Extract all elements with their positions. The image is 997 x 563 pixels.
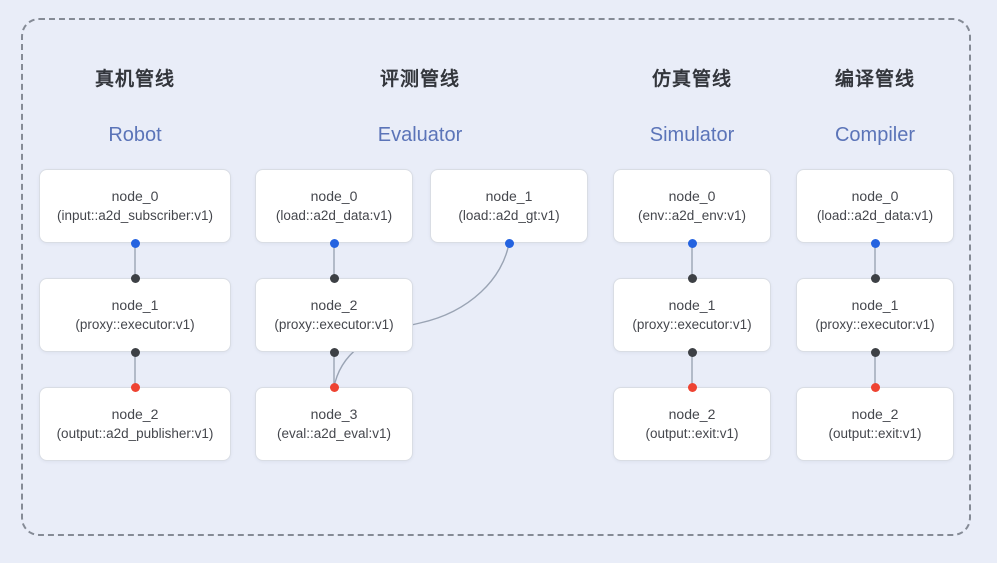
node-name-label: node_2 — [668, 406, 716, 422]
graph-node: node_0(input::a2d_subscriber:v1) — [39, 169, 231, 243]
port-dot-input — [329, 273, 339, 283]
pipeline-title-en: Evaluator — [377, 124, 463, 146]
graph-node: node_2(proxy::executor:v1) — [255, 278, 413, 352]
port-dot-input — [130, 347, 140, 357]
port-dot-source — [870, 238, 880, 248]
node-name-label: node_0 — [111, 188, 159, 204]
port-dot-input — [870, 347, 880, 357]
node-name-label: node_1 — [851, 297, 899, 313]
node-name-label: node_3 — [310, 406, 358, 422]
node-name-label: node_1 — [485, 188, 533, 204]
graph-node: node_1(proxy::executor:v1) — [796, 278, 954, 352]
node-name-label: node_1 — [668, 297, 716, 313]
graph-node: node_3(eval::a2d_eval:v1) — [255, 387, 413, 461]
graph-node: node_0(load::a2d_data:v1) — [255, 169, 413, 243]
node-type-label: (proxy::executor:v1) — [815, 316, 935, 332]
port-dot-input — [687, 347, 697, 357]
node-type-label: (proxy::executor:v1) — [75, 316, 195, 332]
node-type-label: (output::exit:v1) — [645, 425, 739, 441]
pipeline-title-zh: 编译管线 — [834, 69, 916, 90]
node-type-label: (output::exit:v1) — [828, 425, 922, 441]
port-dot-final — [130, 382, 140, 392]
graph-node: node_1(proxy::executor:v1) — [39, 278, 231, 352]
node-type-label: (load::a2d_gt:v1) — [458, 207, 560, 223]
pipeline-title-en: Compiler — [834, 124, 916, 146]
port-dot-source — [687, 238, 697, 248]
node-name-label: node_0 — [851, 188, 899, 204]
node-type-label: (proxy::executor:v1) — [274, 316, 394, 332]
node-name-label: node_0 — [310, 188, 358, 204]
node-type-label: (load::a2d_data:v1) — [275, 207, 393, 223]
node-type-label: (eval::a2d_eval:v1) — [276, 425, 392, 441]
node-name-label: node_1 — [111, 297, 159, 313]
node-type-label: (input::a2d_subscriber:v1) — [56, 207, 214, 223]
graph-node: node_1(load::a2d_gt:v1) — [430, 169, 588, 243]
graph-node: node_2(output::exit:v1) — [613, 387, 771, 461]
graph-node: node_0(env::a2d_env:v1) — [613, 169, 771, 243]
port-dot-source — [329, 238, 339, 248]
pipeline-title-zh: 真机管线 — [94, 69, 176, 90]
port-dot-final — [870, 382, 880, 392]
pipeline-title-en: Robot — [108, 124, 162, 146]
node-type-label: (proxy::executor:v1) — [632, 316, 752, 332]
graph-node: node_1(proxy::executor:v1) — [613, 278, 771, 352]
port-dot-source — [504, 238, 514, 248]
port-dot-input — [870, 273, 880, 283]
port-dot-final — [687, 382, 697, 392]
graph-node: node_0(load::a2d_data:v1) — [796, 169, 954, 243]
port-dot-input — [329, 347, 339, 357]
edge-connector — [333, 242, 510, 388]
node-type-label: (load::a2d_data:v1) — [816, 207, 934, 223]
port-dot-input — [130, 273, 140, 283]
port-dot-source — [130, 238, 140, 248]
graph-node: node_2(output::a2d_publisher:v1) — [39, 387, 231, 461]
node-name-label: node_2 — [111, 406, 159, 422]
pipeline-title-en: Simulator — [649, 124, 735, 146]
node-type-label: (output::a2d_publisher:v1) — [56, 425, 214, 441]
node-name-label: node_0 — [668, 188, 716, 204]
node-name-label: node_2 — [851, 406, 899, 422]
pipeline-title-zh: 评测管线 — [379, 69, 461, 90]
pipeline-title-zh: 仿真管线 — [651, 69, 733, 90]
port-dot-final — [329, 382, 339, 392]
node-name-label: node_2 — [310, 297, 358, 313]
node-type-label: (env::a2d_env:v1) — [637, 207, 747, 223]
port-dot-input — [687, 273, 697, 283]
graph-node: node_2(output::exit:v1) — [796, 387, 954, 461]
